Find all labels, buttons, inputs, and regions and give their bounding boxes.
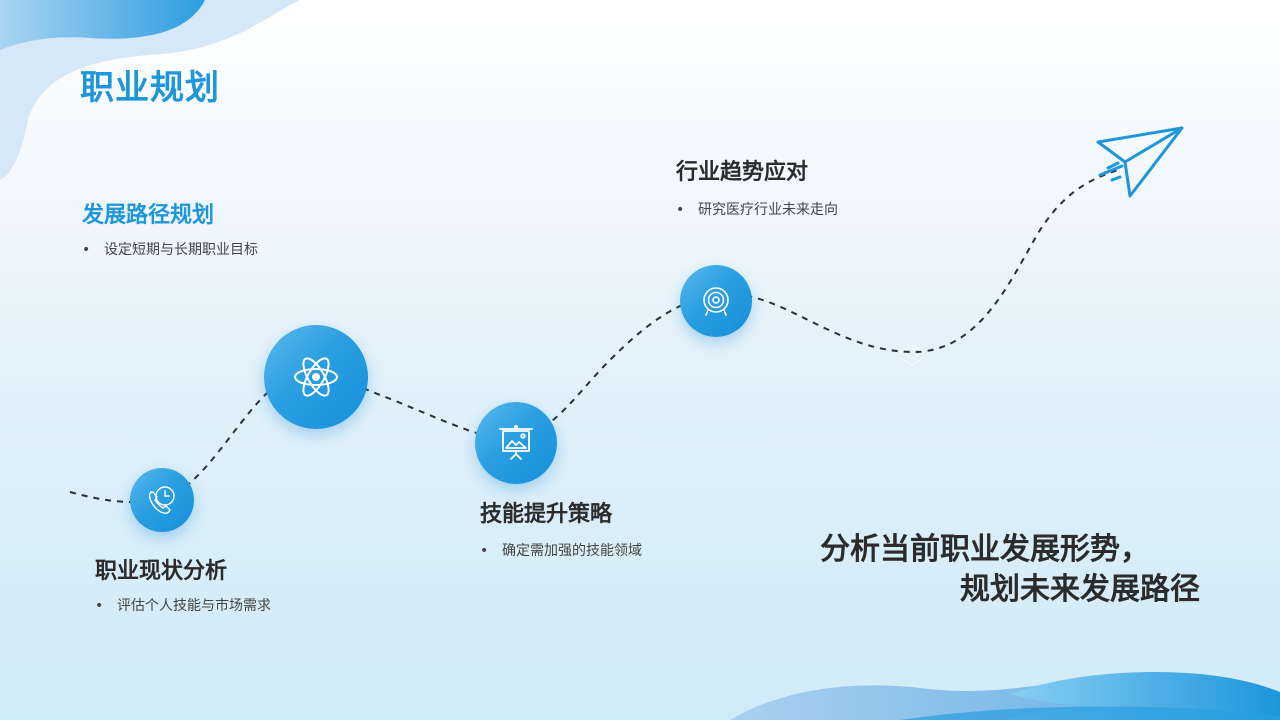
step-bullet-text: 研究医疗行业未来走向: [698, 202, 838, 218]
bullet-dot: •: [82, 242, 91, 258]
step-bullet-text: 评估个人技能与市场需求: [117, 598, 271, 614]
summary-statement: 分析当前职业发展形势， 规划未来发展路径: [820, 530, 1200, 610]
step-node-career-status[interactable]: [130, 468, 194, 532]
page-title: 职业规划: [80, 68, 220, 108]
step-node-skill-improvement[interactable]: [475, 402, 557, 484]
bottom-right-wave-back: [730, 675, 1280, 720]
summary-line-2: 规划未来发展路径: [960, 572, 1200, 607]
step-heading: 技能提升策略: [480, 502, 613, 527]
step-bullet-text: 确定需加强的技能领域: [502, 543, 642, 559]
bullet-dot: •: [676, 202, 685, 218]
step-bullet: • 确定需加强的技能领域: [480, 540, 642, 560]
summary-line-1: 分析当前职业发展形势，: [820, 532, 1150, 567]
top-left-dark-wave: [0, 0, 205, 50]
step-node-industry-trends[interactable]: [680, 265, 752, 337]
layers-icon: [898, 344, 926, 366]
step-bullet: • 评估个人技能与市场需求: [95, 595, 271, 615]
step-heading: 行业趋势应对: [676, 160, 809, 185]
career-path-dashed-line: [69, 169, 1119, 503]
bullet-dot: •: [95, 598, 104, 614]
bullet-dot: •: [480, 543, 489, 559]
step-bullet-text: 设定短期与长期职业目标: [104, 242, 258, 258]
step-heading: 职业现状分析: [95, 559, 228, 584]
step-heading: 发展路径规划: [82, 203, 215, 228]
atom-icon: [294, 357, 338, 397]
bottom-right-wave-front: [1000, 672, 1280, 720]
target-icon: [703, 287, 729, 316]
phone-clock-icon: [148, 486, 175, 514]
presentation-board-icon: [499, 424, 533, 460]
step-bullet: • 设定短期与长期职业目标: [82, 239, 258, 259]
paper-plane-icon: [1096, 126, 1184, 198]
step-node-path-planning[interactable]: [264, 325, 368, 429]
step-bullet: • 研究医疗行业未来走向: [676, 199, 838, 219]
